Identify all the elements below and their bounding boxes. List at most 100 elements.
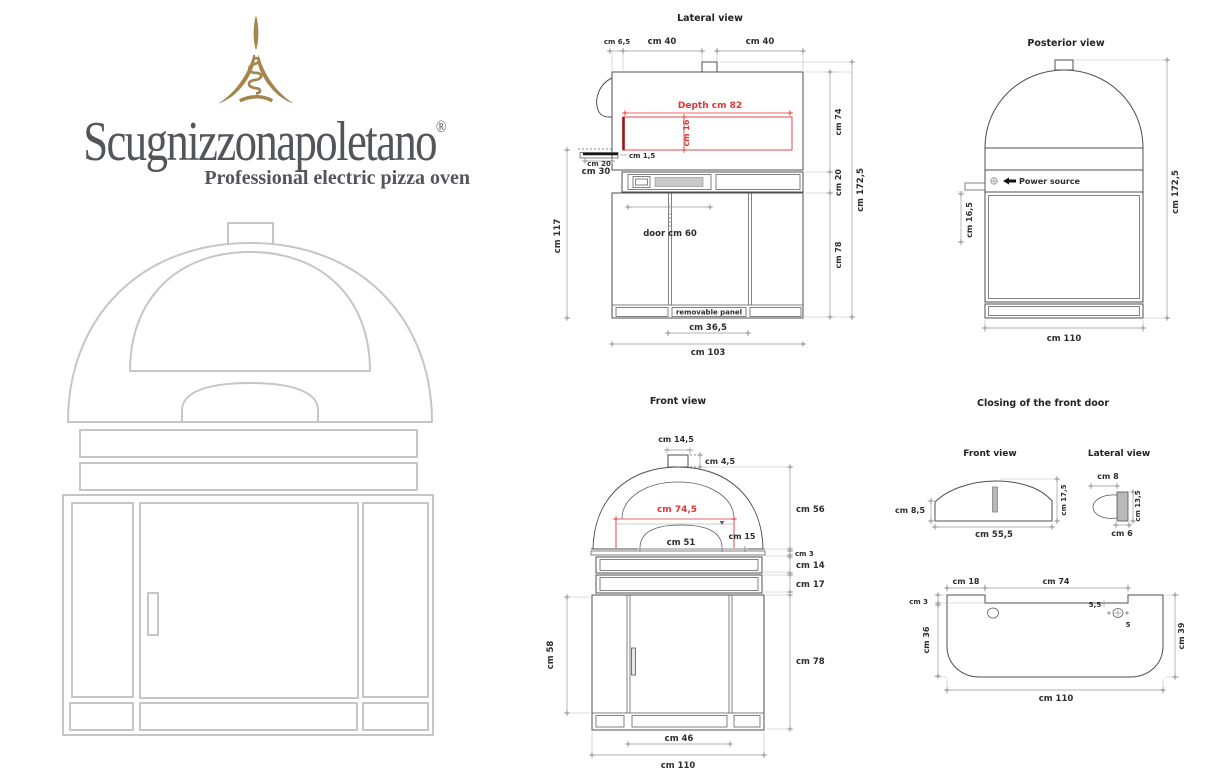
- front-upper-band: [595, 556, 763, 574]
- front-dim-mouth-offset-label: cm 15: [729, 532, 756, 541]
- sketch-upper-band: [79, 429, 418, 458]
- plan-dim-opening-width-label: cm 74: [1043, 577, 1070, 586]
- lateral-door-label: door cm 60: [643, 229, 697, 239]
- front-view-title: Front view: [650, 396, 707, 407]
- lateral-dim-total-height-label: cm 172,5: [856, 168, 866, 212]
- door-lateral-plate: [1116, 491, 1129, 522]
- lateral-dim-top-mid-label: cm 40: [648, 37, 677, 47]
- front-dome: [592, 466, 764, 550]
- posterior-dome: [984, 69, 1144, 149]
- front-dim-dome-height-label: cm 56: [796, 505, 825, 515]
- lateral-dim-depth-label: Depth cm 82: [678, 101, 742, 111]
- door-front-dim-side-label: cm 8,5: [895, 506, 925, 515]
- front-view: Front view cm 14,5 cm 4,5 cm 74,5 cm 51 …: [546, 396, 825, 771]
- brand-name: Scugnizzonapoletano®: [83, 111, 447, 173]
- lateral-dim-top-back-label: cm 40: [746, 37, 775, 47]
- lateral-dim-shelf-thickness-label: cm 1,5: [629, 152, 655, 160]
- lateral-front-hood: [596, 77, 613, 118]
- lateral-view: Lateral view cm 6,5 cm 40 cm 40 Depth cm…: [553, 13, 866, 358]
- front-dim-door-width-label: cm 46: [665, 734, 694, 744]
- plan-dim-left-depth-label: cm 36: [922, 626, 931, 653]
- plan-dim-knob-label: 5: [1126, 621, 1131, 629]
- sketch-mouth: [181, 382, 319, 423]
- front-dim-mouth-width-label: cm 51: [667, 538, 696, 548]
- plan-dim-step-label: cm 3: [909, 598, 928, 606]
- front-cabinet: [591, 594, 765, 731]
- door-lateral-bulge: [1092, 494, 1118, 519]
- plan-dim-knob-offset-label: 5,5: [1089, 601, 1102, 609]
- posterior-view-title: Posterior view: [1027, 38, 1104, 49]
- front-lower-band: [595, 574, 763, 594]
- door-lateral-dim-depth-label: cm 8: [1097, 472, 1119, 481]
- front-dim-door-height-label: cm 58: [546, 641, 556, 670]
- lateral-dim-cabinet-height-label: cm 78: [834, 241, 843, 268]
- door-front-subtitle: Front view: [963, 449, 1016, 459]
- brand-logo: Scugnizzonapoletano® Professional electr…: [40, 8, 472, 190]
- front-dim-inner-dome-label: cm 74,5: [657, 505, 697, 515]
- plan-dim-width-label: cm 110: [1039, 694, 1074, 704]
- door-lateral-subtitle: Lateral view: [1088, 449, 1150, 459]
- lateral-removable-panel: [671, 307, 747, 317]
- door-lateral-dim-height-label: cm 13,5: [1134, 490, 1142, 521]
- front-mouth: [639, 524, 723, 549]
- lateral-dim-total-depth-label: cm 103: [691, 348, 726, 358]
- lateral-view-title: Lateral view: [677, 13, 743, 24]
- front-inner-dome: [621, 481, 735, 520]
- door-lateral-dim-plate-label: cm 6: [1111, 529, 1133, 538]
- posterior-dim-width-label: cm 110: [1047, 334, 1082, 344]
- plan-knob: [1112, 608, 1124, 618]
- front-dim-upper-band-label: cm 14: [796, 561, 825, 571]
- front-dim-cabinet-height-label: cm 78: [796, 657, 825, 667]
- brand-tagline: Professional electric pizza oven: [204, 167, 470, 189]
- lateral-dim-panel-width-label: cm 36,5: [689, 323, 727, 333]
- sketch-inner-dome: [129, 251, 371, 372]
- posterior-cabinet: [984, 191, 1144, 303]
- door-handle-slot: [992, 486, 998, 513]
- lateral-dim-top-front-label: cm 6,5: [604, 38, 630, 46]
- posterior-dim-height-label: cm 172,5: [1171, 170, 1181, 214]
- sketch-dome: [67, 242, 433, 423]
- front-door-handle: [631, 647, 636, 676]
- plan-dim-right-depth-label: cm 39: [1177, 622, 1186, 649]
- sketch-chimney: [227, 222, 274, 245]
- lateral-control-panel: [654, 177, 704, 187]
- lateral-dim-chamber-height-label: cm 16: [682, 119, 691, 146]
- door-closing-title: Closing of the front door: [977, 398, 1109, 409]
- lateral-dim-band-height-label: cm 20: [834, 169, 843, 196]
- lateral-control-band: [621, 171, 804, 193]
- front-dim-lip-label: cm 3: [795, 550, 814, 558]
- lateral-dim-shelf-total-label: cm 30: [582, 167, 611, 177]
- lateral-control-display: [632, 176, 651, 188]
- lateral-removable-panel-label: removable panel: [676, 309, 742, 317]
- plan-dim-left-offset-label: cm 18: [953, 577, 980, 586]
- posterior-dim-inlet-label: cm 16,5: [965, 202, 974, 238]
- front-chimney: [667, 454, 689, 468]
- sketch-door-handle: [147, 592, 159, 636]
- door-front-dim-width-label: cm 55,5: [975, 530, 1013, 540]
- oven-sketch: [62, 222, 434, 736]
- front-dim-chimney-width-label: cm 14,5: [658, 435, 694, 444]
- front-dim-width-label: cm 110: [661, 761, 696, 771]
- sketch-lower-band: [79, 462, 418, 491]
- sketch-cabinet-door: [139, 502, 359, 699]
- screw-icon: [990, 177, 998, 185]
- lateral-oven-body: [611, 71, 804, 171]
- front-dim-chimney-height-label: cm 4,5: [705, 457, 735, 466]
- lateral-dim-dome-height-label: cm 74: [834, 108, 843, 135]
- power-inlet: [964, 182, 986, 191]
- lateral-dim-shelf-depth-label: cm 20: [587, 160, 611, 168]
- front-dim-lower-band-label: cm 17: [796, 580, 825, 590]
- door-front-dim-height-label: cm 17,5: [1060, 484, 1068, 515]
- posterior-view: Posterior view Power source cm 16,5 cm 1…: [957, 38, 1181, 344]
- brand-tree-icon: [218, 15, 294, 104]
- door-closing-section: Closing of the front door Front view Lat…: [895, 398, 1186, 704]
- lateral-cabinet: [611, 192, 804, 319]
- lateral-dim-worktop-height-label: cm 117: [553, 219, 563, 254]
- plan-hole-left: [987, 607, 999, 619]
- posterior-chimney: [1054, 59, 1074, 71]
- lateral-chimney: [701, 61, 718, 73]
- left-arrow-icon: [1003, 177, 1016, 185]
- registered-mark: ®: [435, 117, 447, 136]
- door-plan-shape: [946, 594, 1164, 678]
